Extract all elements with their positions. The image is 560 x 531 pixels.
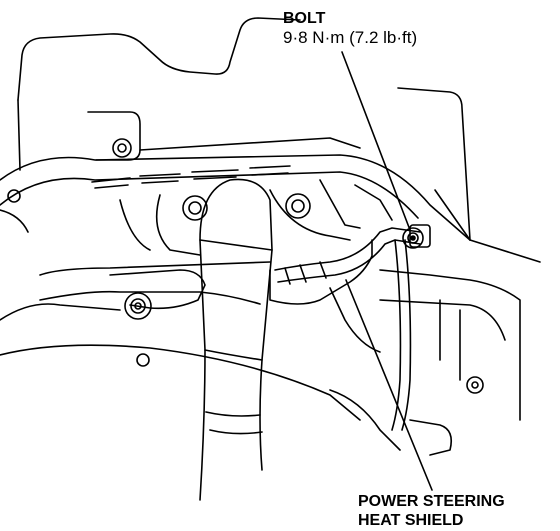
lower-control-arm <box>0 261 361 421</box>
heat-shield-callout: POWER STEERING HEAT SHIELD <box>358 492 505 530</box>
lower-right-components <box>329 269 521 456</box>
right-panel <box>397 87 541 263</box>
bolt-callout: BOLT 9·8 N·m (7.2 lb·ft) <box>283 9 417 47</box>
bolt-torque-spec: 9·8 N·m (7.2 lb·ft) <box>283 28 418 47</box>
leader-lines <box>341 51 433 491</box>
upper-cover-panel <box>17 17 361 171</box>
heat-shield <box>269 239 381 353</box>
heat-shield-leader-line <box>345 279 433 491</box>
intake-hose <box>199 178 273 501</box>
mount-bracket <box>402 224 431 249</box>
heat-shield-label-line1: POWER STEERING <box>358 493 505 510</box>
bolt-leader-line <box>341 51 411 231</box>
heat-shield-label-line2: HEAT SHIELD <box>358 512 464 529</box>
power-steering-line <box>274 227 421 431</box>
engine-components <box>119 179 393 256</box>
bolt-label: BOLT <box>283 10 326 27</box>
radiator-support-frame <box>0 154 471 241</box>
